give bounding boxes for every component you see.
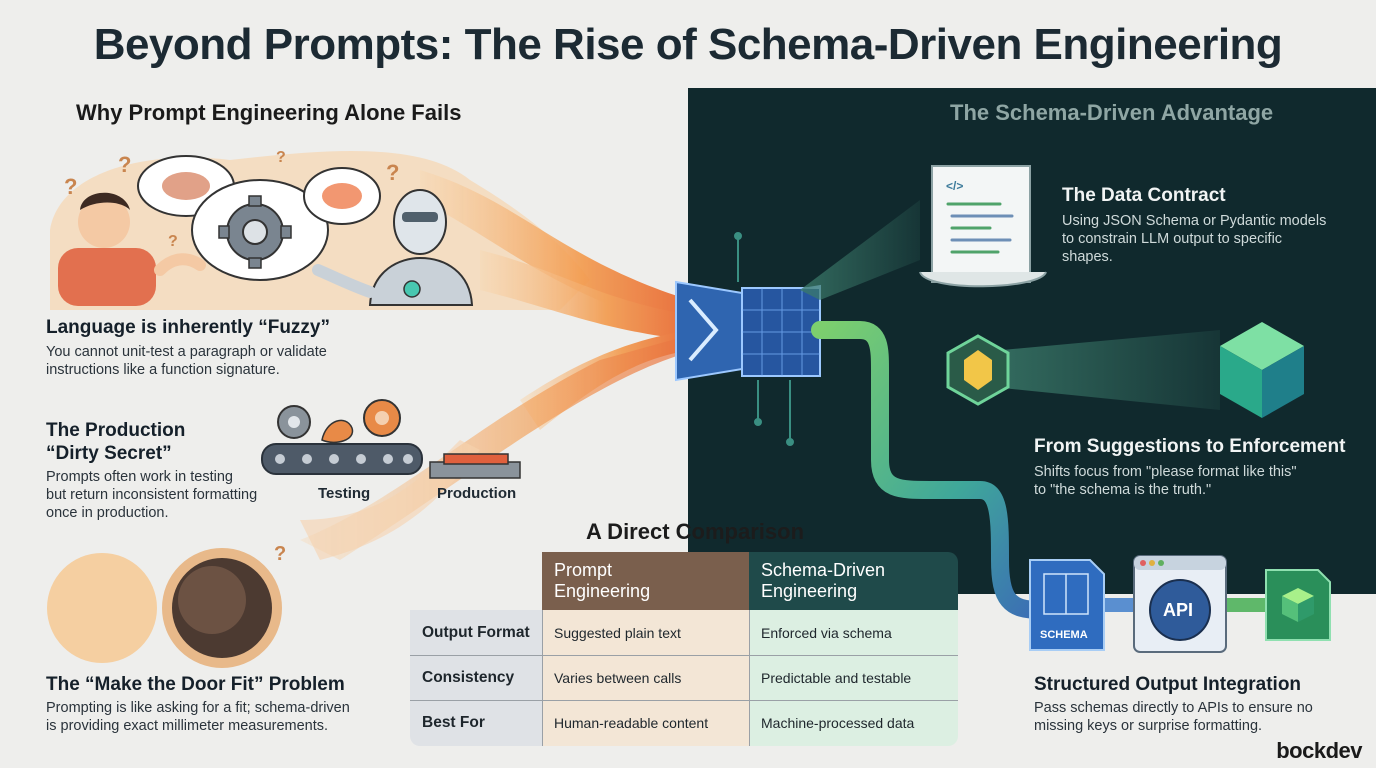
- table-divider: [749, 610, 750, 746]
- schema-header-line2: Engineering: [761, 581, 858, 601]
- schema-header-line1: Schema-Driven: [761, 560, 886, 580]
- production-title-line1: The Production: [46, 420, 186, 441]
- enforcement-beam: [1002, 330, 1220, 410]
- fuzzy-title: Language is inherently “Fuzzy”: [46, 317, 330, 338]
- door-fit-circle-left: [47, 553, 157, 663]
- enforcement-body-line1: Shifts focus from "please format like th…: [1034, 464, 1297, 480]
- flame-streams: [300, 170, 690, 560]
- production-label: Production: [437, 485, 517, 502]
- schema-icon-label: SCHEMA: [1040, 629, 1088, 641]
- contract-beam: [800, 200, 920, 300]
- production-body-line2: but return inconsistent formatting: [46, 487, 258, 503]
- production-body-line3: once in production.: [46, 505, 169, 521]
- schema-funnel-icon: [675, 280, 821, 382]
- prompt-header-line2: Engineering: [554, 581, 651, 601]
- conveyor-belt-testing: [261, 399, 423, 475]
- cell-prompt-consistency: Varies between calls: [542, 655, 749, 700]
- production-body-line1: Prompts often work in testing: [46, 469, 233, 485]
- prompt-header-line1: Prompt: [554, 560, 613, 580]
- cell-prompt-output-format: Suggested plain text: [542, 610, 749, 655]
- schema-column-header: Schema-Driven Engineering: [749, 552, 958, 610]
- fuzzy-body-line1: You cannot unit-test a paragraph or vali…: [46, 344, 327, 360]
- row-label-consistency: Consistency: [410, 655, 542, 700]
- brand-logo: bockdev: [1276, 738, 1362, 763]
- output-box-icon: [1265, 569, 1331, 641]
- contract-body-line1: Using JSON Schema or Pydantic models: [1062, 213, 1327, 229]
- confused-person-illustration: [58, 192, 206, 306]
- api-icon-label: API: [1163, 600, 1194, 620]
- contract-title: The Data Contract: [1062, 185, 1226, 206]
- svg-text:</>: </>: [946, 179, 963, 193]
- production-title-line2: “Dirty Secret”: [46, 443, 172, 464]
- production-platform: [429, 453, 521, 479]
- cell-prompt-best-for: Human-readable content: [542, 700, 749, 746]
- gear-icon: [218, 195, 292, 269]
- question-mark-icons: ??????: [64, 149, 399, 565]
- api-window-icon: [1133, 555, 1227, 653]
- integration-body-line2: missing keys or surprise formatting.: [1034, 718, 1263, 734]
- hexagon-icon: [946, 334, 1010, 406]
- row-label-best-for: Best For: [410, 700, 542, 746]
- contract-body-line3: shapes.: [1062, 249, 1113, 265]
- prompt-column-header: Prompt Engineering: [542, 552, 749, 610]
- table-divider: [410, 700, 958, 701]
- comparison-heading: A Direct Comparison: [586, 519, 805, 544]
- svg-text:?: ?: [168, 233, 178, 250]
- cell-schema-output-format: Enforced via schema: [749, 610, 958, 655]
- svg-text:?: ?: [118, 152, 131, 177]
- code-scroll-icon: </>: [919, 165, 1047, 288]
- cell-schema-consistency: Predictable and testable: [749, 655, 958, 700]
- enforcement-body-line2: to "the schema is the truth.": [1034, 482, 1212, 498]
- table-divider: [542, 610, 543, 746]
- schema-document-icon: [1029, 559, 1105, 651]
- svg-text:?: ?: [276, 149, 286, 166]
- cell-schema-best-for: Machine-processed data: [749, 700, 958, 746]
- door-title: The “Make the Door Fit” Problem: [46, 674, 345, 695]
- table-divider: [410, 655, 958, 656]
- cube-icon: [1220, 322, 1304, 418]
- right-heading: The Schema-Driven Advantage: [950, 100, 1274, 125]
- row-label-output-format: Output Format: [410, 610, 542, 655]
- fuzzy-body-line2: instructions like a function signature.: [46, 362, 280, 378]
- page-title: Beyond Prompts: The Rise of Schema-Drive…: [93, 20, 1283, 69]
- enforcement-title: From Suggestions to Enforcement: [1034, 436, 1346, 457]
- door-body-line2: is providing exact millimeter measuremen…: [46, 718, 329, 734]
- comparison-table: Prompt Engineering Schema-Driven Enginee…: [410, 552, 958, 746]
- table-corner: [410, 552, 542, 610]
- door-body-line1: Prompting is like asking for a fit; sche…: [46, 700, 350, 716]
- svg-text:?: ?: [64, 174, 77, 199]
- integration-title: Structured Output Integration: [1034, 674, 1302, 695]
- integration-body-line1: Pass schemas directly to APIs to ensure …: [1034, 700, 1313, 716]
- svg-text:?: ?: [386, 160, 399, 185]
- left-heading: Why Prompt Engineering Alone Fails: [76, 100, 462, 125]
- svg-text:?: ?: [274, 543, 286, 565]
- circuit-lines: [734, 232, 794, 446]
- robot-illustration: [312, 189, 474, 306]
- contract-body-line2: to constrain LLM output to specific: [1062, 231, 1283, 247]
- testing-label: Testing: [318, 485, 371, 502]
